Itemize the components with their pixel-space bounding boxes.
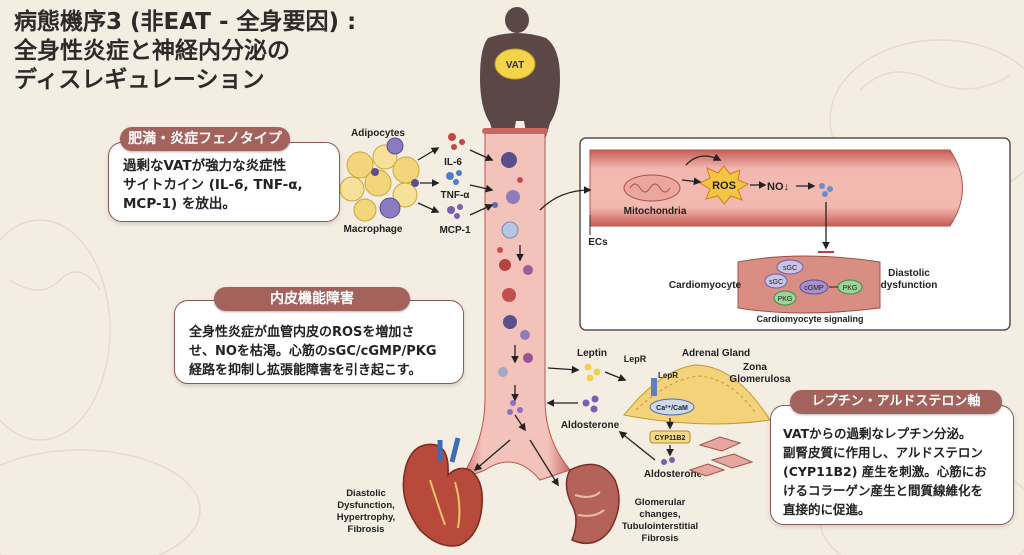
adipocyte-cluster	[339, 137, 420, 222]
adrenal-section: Leptin LepR Adrenal Gland LepR Ca²⁺/CaM …	[546, 348, 791, 480]
vat-label: VAT	[506, 60, 525, 71]
signaling-label: Cardiomyocyte signaling	[756, 314, 863, 324]
kidney-label-3: Tubulointerstitial	[622, 521, 698, 532]
kidney-labels: Glomerular changes, Tubulointerstitial F…	[622, 497, 698, 544]
obesity-text-1: 過剰なVATが強力な炎症性	[123, 158, 287, 174]
leptin-text-3: (CYP11B2) 産生を刺激。心筋にお	[783, 464, 987, 479]
zona-label-2: Glomerulosa	[729, 374, 791, 385]
endothelial-dysfunction-card: 全身性炎症が血管内皮のROSを増加さ せ、NOを枯渇。心筋のsGC/cGMP/P…	[174, 300, 464, 384]
cytokine-tnf: TNF-α	[441, 170, 471, 201]
vessel-cells	[492, 152, 533, 377]
heart-labels: Diastolic Dysfunction, Hypertrophy, Fibr…	[337, 488, 395, 535]
blood-vessel	[458, 128, 571, 482]
zona-label-1: Zona	[743, 362, 767, 373]
title-line-1: 病態機序3 (非EAT - 全身要因) :	[14, 9, 357, 35]
aldosterone-label-2: Aldosterone	[644, 469, 703, 480]
title-line-2: 全身性炎症と神経内分泌の	[14, 38, 290, 64]
heart-label-3: Hypertrophy,	[337, 512, 395, 523]
page-title: 病態機序3 (非EAT - 全身要因) : 全身性炎症と神経内分泌の ディスレギ…	[14, 8, 356, 95]
diastolic-label-2: dysfunction	[881, 280, 938, 291]
vessel-bottom-molecules	[507, 400, 523, 415]
leptin-text-2: 副腎皮質に作用し、アルドステロン	[783, 445, 983, 460]
obesity-phenotype-header: 肥満・炎症フェノタイプ	[120, 127, 290, 151]
kidney-label-4: Fibrosis	[642, 533, 679, 544]
leptin-aldosterone-header: レプチン・アルドステロン軸	[790, 390, 1002, 414]
mitochondria-label: Mitochondria	[624, 206, 687, 217]
title-line-3: ディスレギュレーション	[14, 67, 265, 93]
aldosterone-label-1: Aldosterone	[561, 420, 620, 431]
leptin-label: Leptin	[577, 348, 607, 359]
endothelial-text-2: せ、NOを枯渇。心筋のsGC/cGMP/PKG	[189, 344, 437, 359]
pkg-label-2: PKG	[843, 285, 858, 292]
leptin-text-5: 直接的に促進。	[783, 502, 871, 517]
no-label: NO↓	[767, 181, 789, 193]
obesity-phenotype-card: 過剰なVATが強力な炎症性 サイトカイン (IL-6, TNF-α, MCP-1…	[108, 142, 340, 222]
ros-label: ROS	[712, 180, 736, 192]
ecs-label: ECs	[588, 237, 608, 248]
pkg-label-1: PKG	[778, 296, 793, 303]
heart-label-2: Dysfunction,	[337, 500, 395, 511]
heart-label-4: Fibrosis	[348, 524, 385, 535]
lepr-label-2: LepR	[658, 371, 678, 380]
il6-label: IL-6	[444, 157, 462, 168]
leptin-aldosterone-card: VATからの過剰なレプチン分泌。 副腎皮質に作用し、アルドステロン (CYP11…	[770, 405, 1014, 525]
sgc-label-2: sGC	[769, 279, 783, 286]
adipocytes-label: Adipocytes	[351, 128, 405, 139]
cardiomyocyte-label: Cardiomyocyte	[669, 280, 742, 291]
heart-label-1: Diastolic	[346, 488, 386, 499]
macrophage-label: Macrophage	[344, 224, 403, 235]
ca-label: Ca²⁺/CaM	[656, 405, 688, 412]
flow-arrows	[473, 245, 559, 487]
cytokine-arrows	[417, 147, 494, 216]
leptin-text-4: けるコラーゲン産生と間質線維化を	[783, 483, 984, 498]
cytokine-il6: IL-6	[444, 133, 465, 168]
cgmp-label: cGMP	[804, 285, 824, 292]
lepr-label-1: LepR	[624, 354, 647, 364]
tnf-label: TNF-α	[441, 190, 471, 201]
cyp-label: CYP11B2	[655, 435, 686, 442]
diastolic-label-1: Diastolic	[888, 268, 930, 279]
endothelial-text-3: 経路を抑制し拡張能障害を引き起こす。	[189, 363, 422, 378]
endothelial-dysfunction-header: 内皮機能障害	[214, 287, 410, 311]
obesity-text-2: サイトカイン (IL-6, TNF-α,	[123, 177, 303, 193]
kidney-label-1: Glomerular	[635, 497, 686, 508]
obesity-text-3: MCP-1) を放出。	[123, 196, 236, 212]
kidney-label-2: changes,	[639, 509, 680, 520]
heart-icon	[402, 437, 483, 547]
mcp1-label: MCP-1	[439, 225, 471, 236]
endothelial-panel: Mitochondria ROS NO↓ ECs sGC sGC cGMP PK…	[539, 137, 1011, 331]
endothelial-text-1: 全身性炎症が血管内皮のROSを増加さ	[189, 325, 415, 340]
cytokine-mcp1: MCP-1	[439, 204, 471, 236]
kidney-icon	[565, 463, 620, 545]
leptin-text-1: VATからの過剰なレプチン分泌。	[783, 426, 972, 441]
adrenal-label: Adrenal Gland	[682, 348, 750, 359]
sgc-label-1: sGC	[783, 265, 797, 272]
obese-body-icon: VAT	[480, 7, 560, 143]
